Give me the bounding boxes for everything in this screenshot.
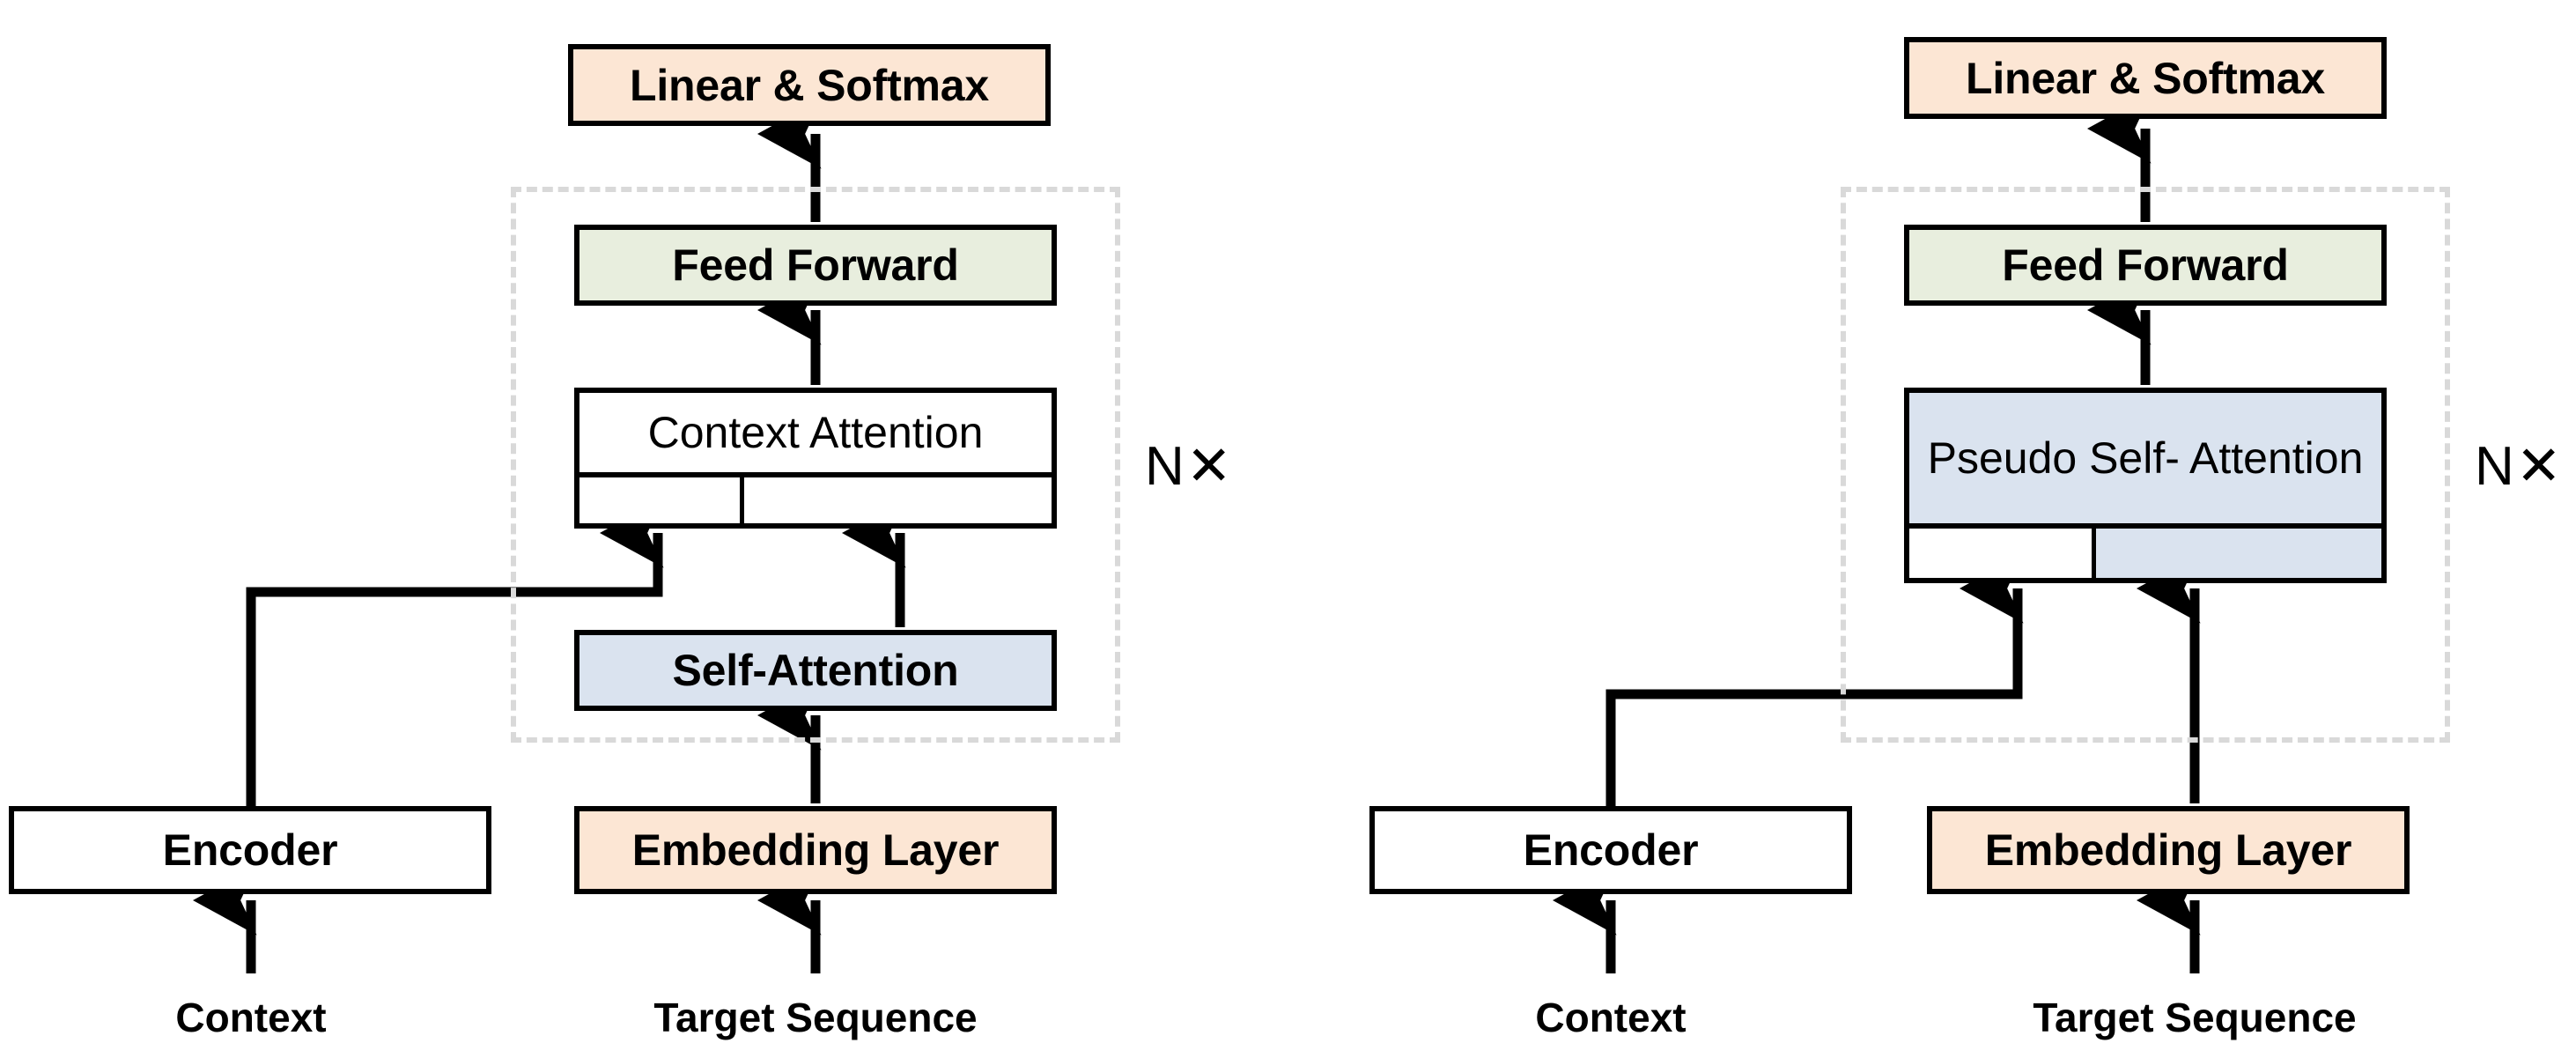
repeat-count-right: N✕ xyxy=(2475,436,2564,497)
repeat-block-right xyxy=(1841,187,2450,743)
node-label-encoder-left: Encoder xyxy=(162,825,338,875)
node-label-embedding-layer-right: Embedding Layer xyxy=(1984,825,2352,875)
pseudo-self-attention-footer-right xyxy=(1909,523,2381,578)
pseudo-self-attention-foot-cell-target-right xyxy=(2096,529,2381,578)
node-label-linear-softmax-right: Linear & Softmax xyxy=(1965,53,2325,103)
node-self-attention-left[interactable]: Self-Attention xyxy=(574,630,1057,711)
pseudo-self-attention-body-right: Pseudo Self- Attention xyxy=(1909,393,2381,523)
context-attention-foot-cell-context-left xyxy=(579,477,744,523)
node-label-pseudo-self-attention-right: Pseudo Self- Attention xyxy=(1927,433,2364,483)
node-embedding-layer-right[interactable]: Embedding Layer xyxy=(1927,806,2410,894)
node-feed-forward-right[interactable]: Feed Forward xyxy=(1904,225,2387,306)
node-label-feed-forward-right: Feed Forward xyxy=(2002,240,2289,290)
node-label-context-attention-left: Context Attention xyxy=(647,408,984,457)
context-attention-footer-left xyxy=(579,472,1052,523)
node-label-embedding-layer-left: Embedding Layer xyxy=(631,825,1000,875)
caption-context-right: Context xyxy=(1535,995,1687,1040)
pseudo-self-attention-foot-cell-context-right xyxy=(1909,529,2096,578)
node-label-feed-forward-left: Feed Forward xyxy=(672,240,959,290)
node-feed-forward-left[interactable]: Feed Forward xyxy=(574,225,1057,306)
repeat-block-left xyxy=(511,187,1120,743)
node-label-self-attention-left: Self-Attention xyxy=(672,646,959,695)
context-attention-body-left: Context Attention xyxy=(579,393,1052,472)
node-linear-softmax-left[interactable]: Linear & Softmax xyxy=(568,44,1051,126)
node-encoder-right[interactable]: Encoder xyxy=(1369,806,1852,894)
repeat-count-left: N✕ xyxy=(1145,436,1234,497)
node-label-encoder-right: Encoder xyxy=(1523,825,1699,875)
node-context-attention-left[interactable]: Context Attention xyxy=(574,388,1057,529)
node-label-linear-softmax-left: Linear & Softmax xyxy=(629,60,989,110)
node-linear-softmax-right[interactable]: Linear & Softmax xyxy=(1904,37,2387,119)
context-attention-foot-cell-target-left xyxy=(744,477,1052,523)
caption-target-sequence-left: Target Sequence xyxy=(653,995,978,1040)
node-pseudo-self-attention-right[interactable]: Pseudo Self- Attention xyxy=(1904,388,2387,583)
node-embedding-layer-left[interactable]: Embedding Layer xyxy=(574,806,1057,894)
node-encoder-left[interactable]: Encoder xyxy=(9,806,491,894)
caption-target-sequence-right: Target Sequence xyxy=(2033,995,2357,1040)
caption-context-left: Context xyxy=(175,995,327,1040)
